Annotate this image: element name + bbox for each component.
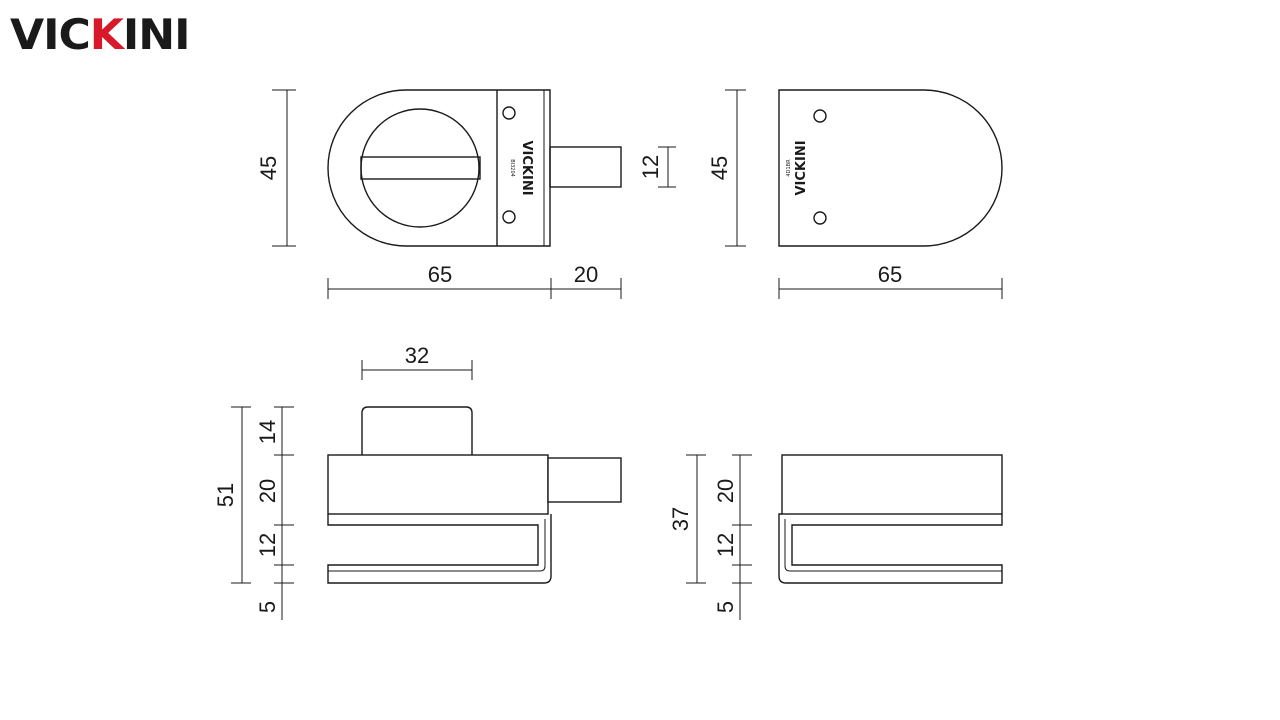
front-bolt-width-label: 20 [574, 262, 598, 287]
back-plate-mark: VICKINI 4D1BR [786, 140, 809, 195]
front-plate-mark: VICKINI BI3204 [509, 140, 534, 195]
side-overall-label: 51 [213, 483, 238, 507]
side-knob-label: 14 [255, 420, 280, 444]
front-body-width-label: 65 [428, 262, 452, 287]
back-width-label: 65 [878, 262, 902, 287]
right-side-body-label: 20 [713, 479, 738, 503]
front-bolt [549, 146, 622, 188]
back-body-outline [778, 89, 1003, 247]
right-side-view: 37 20 12 5 [668, 454, 1003, 620]
back-screw-top [813, 109, 827, 123]
back-plate-code-text: 4D1BR [786, 159, 792, 177]
side-bolt [547, 457, 622, 503]
front-thumb-turn [360, 108, 480, 228]
right-side-overall-label: 37 [668, 507, 693, 531]
front-turn-slot [360, 156, 481, 180]
right-side-gap-label: 12 [713, 533, 738, 557]
side-body [327, 454, 549, 515]
side-channel [327, 514, 552, 584]
side-gap-label: 12 [255, 533, 280, 557]
front-screw-bottom [502, 210, 516, 224]
front-plate-mark-text: VICKINI [519, 140, 534, 195]
right-side-body [781, 454, 1003, 515]
side-knob [361, 406, 473, 455]
front-height-label: 45 [256, 156, 281, 180]
side-lip-label: 5 [255, 601, 280, 613]
right-side-lip-label: 5 [713, 601, 738, 613]
brand-logo: VICKINI [10, 14, 191, 56]
side-view: 32 51 14 20 12 5 [213, 343, 622, 620]
front-plate-code-text: BI3204 [509, 159, 515, 177]
side-top-width-label: 32 [405, 343, 429, 368]
back-height-label: 45 [707, 156, 732, 180]
right-side-channel [778, 513, 1003, 584]
side-body-label: 20 [255, 479, 280, 503]
side-channel-inner [328, 519, 546, 572]
front-bolt-height-label: 12 [638, 155, 663, 179]
front-body-outline [327, 89, 551, 247]
right-side-channel-inner [784, 519, 1002, 572]
back-screw-bottom [813, 211, 827, 225]
front-view: VICKINI BI3204 45 65 20 12 [256, 89, 676, 299]
back-view: VICKINI 4D1BR 45 65 [707, 89, 1003, 299]
logo-text: VICKINI [10, 10, 191, 59]
front-screw-top [502, 106, 516, 120]
back-plate-mark-text: VICKINI [794, 140, 809, 195]
